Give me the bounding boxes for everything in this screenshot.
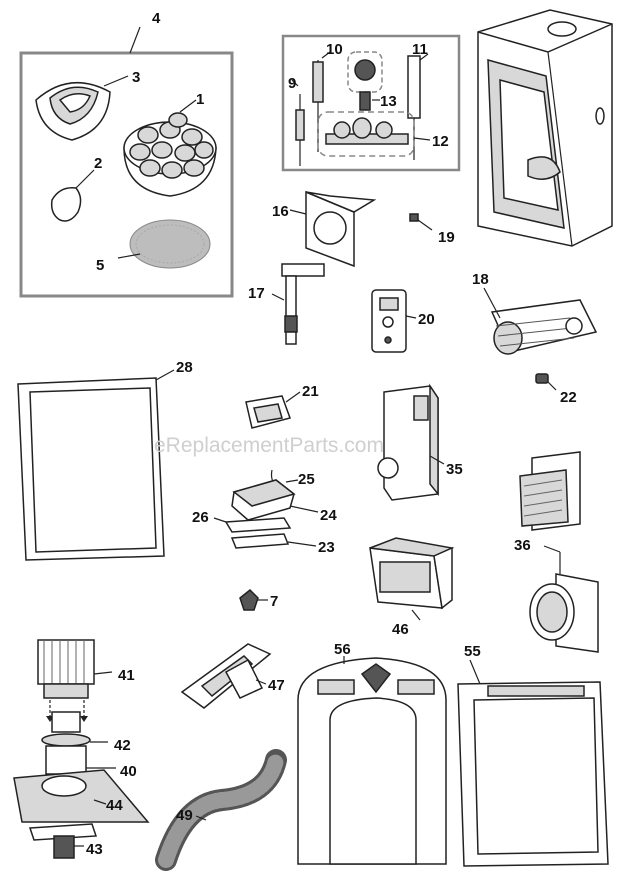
- label-part-10: 10: [326, 41, 343, 58]
- part-36-vent-terminal[interactable]: [519, 451, 599, 653]
- part-11-igniter[interactable]: [407, 53, 429, 160]
- watermark-text: eReplacementParts.com: [154, 434, 384, 457]
- label-part-43: 43: [86, 841, 103, 858]
- label-part-36: 36: [514, 537, 531, 554]
- label-part-24: 24: [320, 507, 337, 524]
- part-17-pipe[interactable]: [271, 263, 325, 345]
- part-16-bracket[interactable]: [289, 190, 377, 268]
- part-26-gasket[interactable]: [213, 517, 292, 533]
- part-22-small-part[interactable]: [535, 373, 557, 391]
- part-4-kit-box[interactable]: [19, 26, 234, 298]
- label-part-20: 20: [418, 311, 435, 328]
- part-24-box[interactable]: [231, 479, 319, 521]
- label-part-18: 18: [472, 271, 489, 288]
- label-part-19: 19: [438, 229, 455, 246]
- part-46-insert[interactable]: [369, 537, 455, 621]
- part-18-blower[interactable]: [483, 287, 598, 355]
- part-7-clip[interactable]: [239, 588, 268, 611]
- part-20-remote[interactable]: [371, 289, 417, 353]
- label-part-49: 49: [176, 807, 193, 824]
- part-43-collar[interactable]: [28, 823, 98, 859]
- part-44-roof-plate[interactable]: [13, 769, 150, 823]
- label-part-26: 26: [192, 509, 209, 526]
- part-21-switch-box[interactable]: [245, 391, 301, 429]
- label-part-28: 28: [176, 359, 193, 376]
- part-35-control-box[interactable]: [377, 383, 445, 501]
- label-part-41: 41: [118, 667, 135, 684]
- label-part-47: 47: [268, 677, 285, 694]
- label-part-11: 11: [412, 41, 428, 58]
- part-55-square-door[interactable]: [457, 659, 609, 867]
- part-47-vent-plate[interactable]: [180, 643, 272, 709]
- label-part-46: 46: [392, 621, 409, 638]
- label-part-35: 35: [446, 461, 463, 478]
- label-part-25: 25: [298, 471, 315, 488]
- part-9-thermocouple[interactable]: [291, 79, 305, 166]
- label-part-23: 23: [318, 539, 335, 556]
- label-part-4: 4: [152, 10, 161, 27]
- label-part-55: 55: [464, 643, 481, 660]
- part-13-orifice[interactable]: [347, 51, 383, 111]
- part-42-pipe[interactable]: [41, 711, 108, 747]
- valve-kit-box[interactable]: [281, 34, 461, 172]
- label-part-17: 17: [248, 285, 265, 302]
- label-part-3: 3: [132, 69, 140, 86]
- part-49-flex-hose[interactable]: [155, 749, 287, 871]
- label-part-22: 22: [560, 389, 577, 406]
- part-41-vent-cap[interactable]: [37, 639, 113, 699]
- firebox[interactable]: [477, 9, 613, 247]
- part-12-valve-assembly[interactable]: [317, 111, 431, 157]
- part-56-arched-door[interactable]: [297, 656, 447, 865]
- label-part-1: 1: [196, 91, 204, 108]
- label-part-21: 21: [302, 383, 319, 400]
- part-5-mesh[interactable]: [117, 219, 211, 269]
- part-3-bowl[interactable]: [35, 75, 129, 141]
- label-part-7: 7: [270, 593, 278, 610]
- part-23-plate[interactable]: [230, 533, 317, 549]
- label-part-42: 42: [114, 737, 131, 754]
- part-40-flashing[interactable]: [45, 745, 116, 775]
- label-part-56: 56: [334, 641, 351, 658]
- label-part-16: 16: [272, 203, 289, 220]
- label-part-9: 9: [288, 75, 296, 92]
- label-part-13: 13: [380, 93, 397, 110]
- part-19-clip[interactable]: [409, 213, 433, 231]
- label-part-5: 5: [96, 257, 104, 274]
- part-28-glass-frame[interactable]: [17, 369, 175, 561]
- label-part-40: 40: [120, 763, 137, 780]
- label-part-2: 2: [94, 155, 102, 172]
- label-part-12: 12: [432, 133, 449, 150]
- part-2-stone[interactable]: [50, 169, 95, 222]
- label-part-44: 44: [106, 797, 123, 814]
- part-1-stone-bowl[interactable]: [123, 99, 217, 197]
